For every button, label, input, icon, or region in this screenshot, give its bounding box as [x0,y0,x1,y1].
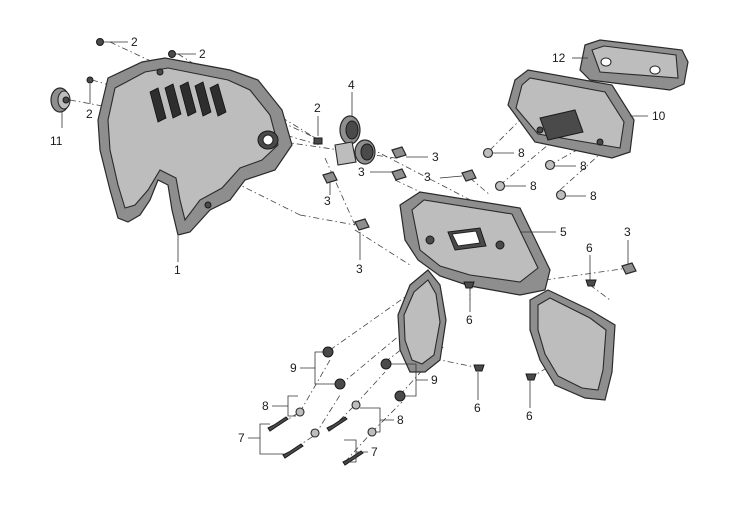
small-screws-part [86,38,323,145]
knob-part [50,87,71,113]
clip-nuts-part [322,146,637,275]
callout-2-top: 2 [199,47,206,61]
callout-9-left: 9 [290,361,297,375]
callout-2-left: 2 [86,107,93,121]
callout-3-f: 3 [624,225,631,239]
callout-6-c: 6 [474,401,481,415]
pan-screws-part [463,279,597,381]
callout-8-d: 8 [590,189,597,203]
callout-10: 10 [652,109,666,123]
callout-7-right: 7 [371,445,378,459]
washers-part [295,400,377,438]
callout-8-b: 8 [580,159,587,173]
upper-nuts-part [482,147,567,201]
callout-3-e: 3 [356,262,363,276]
callout-2-top-left: 2 [131,35,138,49]
callout-1: 1 [174,263,181,277]
callout-9-right: 9 [431,373,438,387]
callout-labels: 2 2 2 11 2 4 3 3 3 3 3 3 1 8 8 8 8 12 10… [50,35,666,459]
callout-6-b: 6 [466,313,473,327]
callout-8-right: 8 [397,413,404,427]
callout-3-d: 3 [324,194,331,208]
lower-left-flap-part [397,269,447,373]
callout-4: 4 [348,78,355,92]
callout-7-left: 7 [238,431,245,445]
callout-8-left: 8 [262,399,269,413]
callout-2-middle: 2 [314,101,321,115]
callout-8-c: 8 [530,179,537,193]
callout-3-b: 3 [358,165,365,179]
callout-3-c: 3 [424,170,431,184]
leader-lines [61,41,648,463]
lower-right-flap-part [529,289,616,401]
callout-3-a: 3 [432,150,439,164]
callout-6-d: 6 [526,409,533,423]
bezel-part [579,39,689,91]
housing-part [399,191,551,296]
hex-nuts-part [322,346,406,402]
front-cover-part [97,57,293,236]
callout-8-a: 8 [518,146,525,160]
display-panel-part [507,69,635,159]
callout-12: 12 [552,51,566,65]
bolts-part [267,416,364,466]
callout-6-a: 6 [586,241,593,255]
callout-5: 5 [560,225,567,239]
callout-11: 11 [50,134,63,148]
connector-part [334,115,376,166]
